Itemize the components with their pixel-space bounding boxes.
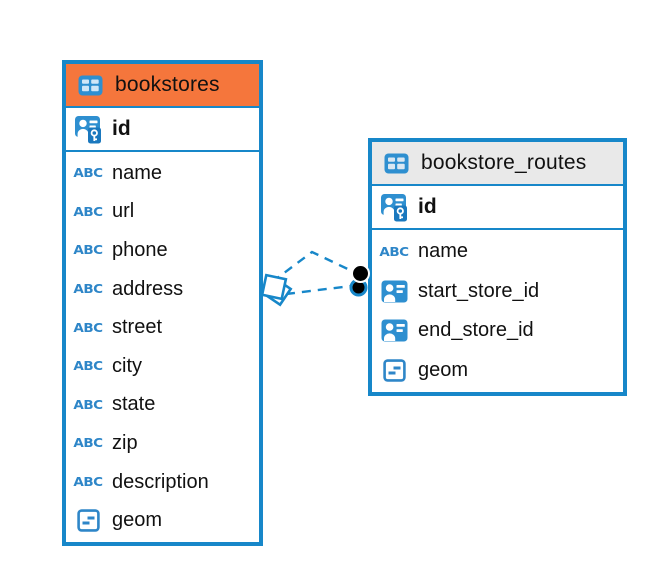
text-column-icon: ABC bbox=[73, 358, 103, 374]
relationship-diamond-marker[interactable] bbox=[260, 273, 293, 307]
column-row[interactable]: geom bbox=[66, 501, 259, 540]
text-column-icon: ABC bbox=[73, 204, 103, 220]
text-column-icon: ABC bbox=[73, 242, 103, 259]
column-name: street bbox=[112, 316, 163, 339]
text-column-icon: ABC bbox=[73, 281, 103, 297]
text-column-icon: ABC bbox=[73, 397, 103, 413]
column-list: ABC name start_store_id bbox=[372, 230, 623, 392]
pk-column-icon bbox=[72, 114, 104, 145]
column-name: id bbox=[418, 195, 437, 218]
table-icon bbox=[380, 153, 412, 174]
text-column-icon: ABC bbox=[73, 435, 103, 452]
column-name: end_store_id bbox=[418, 319, 534, 342]
text-column-icon: ABC bbox=[379, 244, 409, 260]
column-row[interactable]: ABC name bbox=[66, 154, 259, 193]
entity-header-bookstore-routes[interactable]: bookstore_routes bbox=[372, 142, 623, 186]
column-name: geom bbox=[418, 358, 469, 381]
column-row[interactable]: ABC state bbox=[66, 386, 259, 425]
table-icon bbox=[74, 75, 106, 96]
column-name: start_store_id bbox=[418, 279, 540, 302]
entity-bookstore-routes[interactable]: bookstore_routes id ABC bbox=[368, 138, 627, 396]
column-row-pk[interactable]: id bbox=[372, 186, 623, 230]
column-name: zip bbox=[112, 431, 138, 454]
column-list: ABC name ABC url ABC phone ABC address A… bbox=[66, 152, 259, 542]
entity-header-bookstores[interactable]: bookstores bbox=[66, 64, 259, 108]
column-row[interactable]: ABC address bbox=[66, 270, 259, 309]
column-row[interactable]: ABC street bbox=[66, 308, 259, 347]
entity-title: bookstore_routes bbox=[421, 151, 587, 174]
column-name: url bbox=[112, 200, 135, 223]
geometry-column-icon bbox=[378, 359, 410, 382]
column-row[interactable]: ABC city bbox=[66, 347, 259, 386]
column-row[interactable]: ABC name bbox=[372, 232, 623, 272]
entity-bookstores[interactable]: bookstores id ABC na bbox=[62, 60, 263, 546]
column-name: state bbox=[112, 393, 156, 416]
column-row[interactable]: ABC phone bbox=[66, 231, 259, 270]
column-row[interactable]: ABC description bbox=[66, 463, 259, 502]
text-column-icon: ABC bbox=[73, 320, 103, 336]
fk-column-icon bbox=[378, 319, 410, 342]
fk-column-icon bbox=[378, 280, 410, 303]
column-row-pk[interactable]: id bbox=[66, 108, 259, 152]
text-column-icon: ABC bbox=[73, 165, 103, 181]
column-name: address bbox=[112, 277, 184, 300]
column-name: description bbox=[112, 470, 209, 493]
column-row[interactable]: ABC zip bbox=[66, 424, 259, 463]
relationship-line-upper[interactable] bbox=[271, 250, 355, 283]
column-row[interactable]: ABC url bbox=[66, 193, 259, 232]
column-row[interactable]: end_store_id bbox=[372, 311, 623, 351]
relationship-circle-marker[interactable] bbox=[349, 264, 370, 297]
column-name: phone bbox=[112, 238, 168, 261]
pk-column-icon bbox=[378, 192, 410, 223]
entity-title: bookstores bbox=[115, 73, 220, 96]
column-row[interactable]: start_store_id bbox=[372, 272, 623, 312]
column-name: city bbox=[112, 354, 142, 377]
column-name: name bbox=[112, 161, 163, 184]
relationship-line-lower[interactable] bbox=[285, 284, 352, 296]
column-row[interactable]: geom bbox=[372, 351, 623, 391]
column-name: name bbox=[418, 240, 469, 263]
column-name: id bbox=[112, 117, 131, 140]
column-name: geom bbox=[112, 509, 163, 532]
text-column-icon: ABC bbox=[73, 474, 103, 490]
geometry-column-icon bbox=[72, 509, 104, 532]
